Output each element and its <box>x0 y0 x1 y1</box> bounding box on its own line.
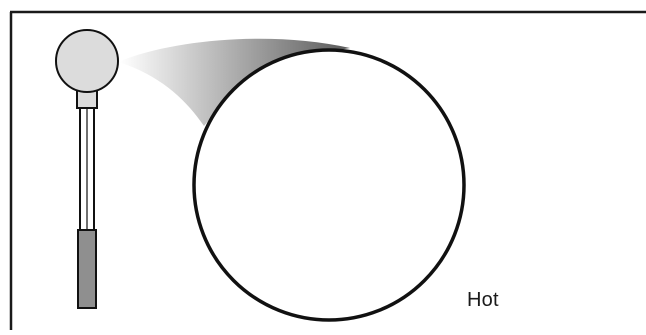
hot-object-circle <box>194 50 464 320</box>
hot-label: Hot <box>467 289 499 312</box>
thermometer-probe-icon <box>56 30 118 308</box>
probe-handle <box>78 230 96 308</box>
probe-sensor-bulb <box>56 30 118 92</box>
